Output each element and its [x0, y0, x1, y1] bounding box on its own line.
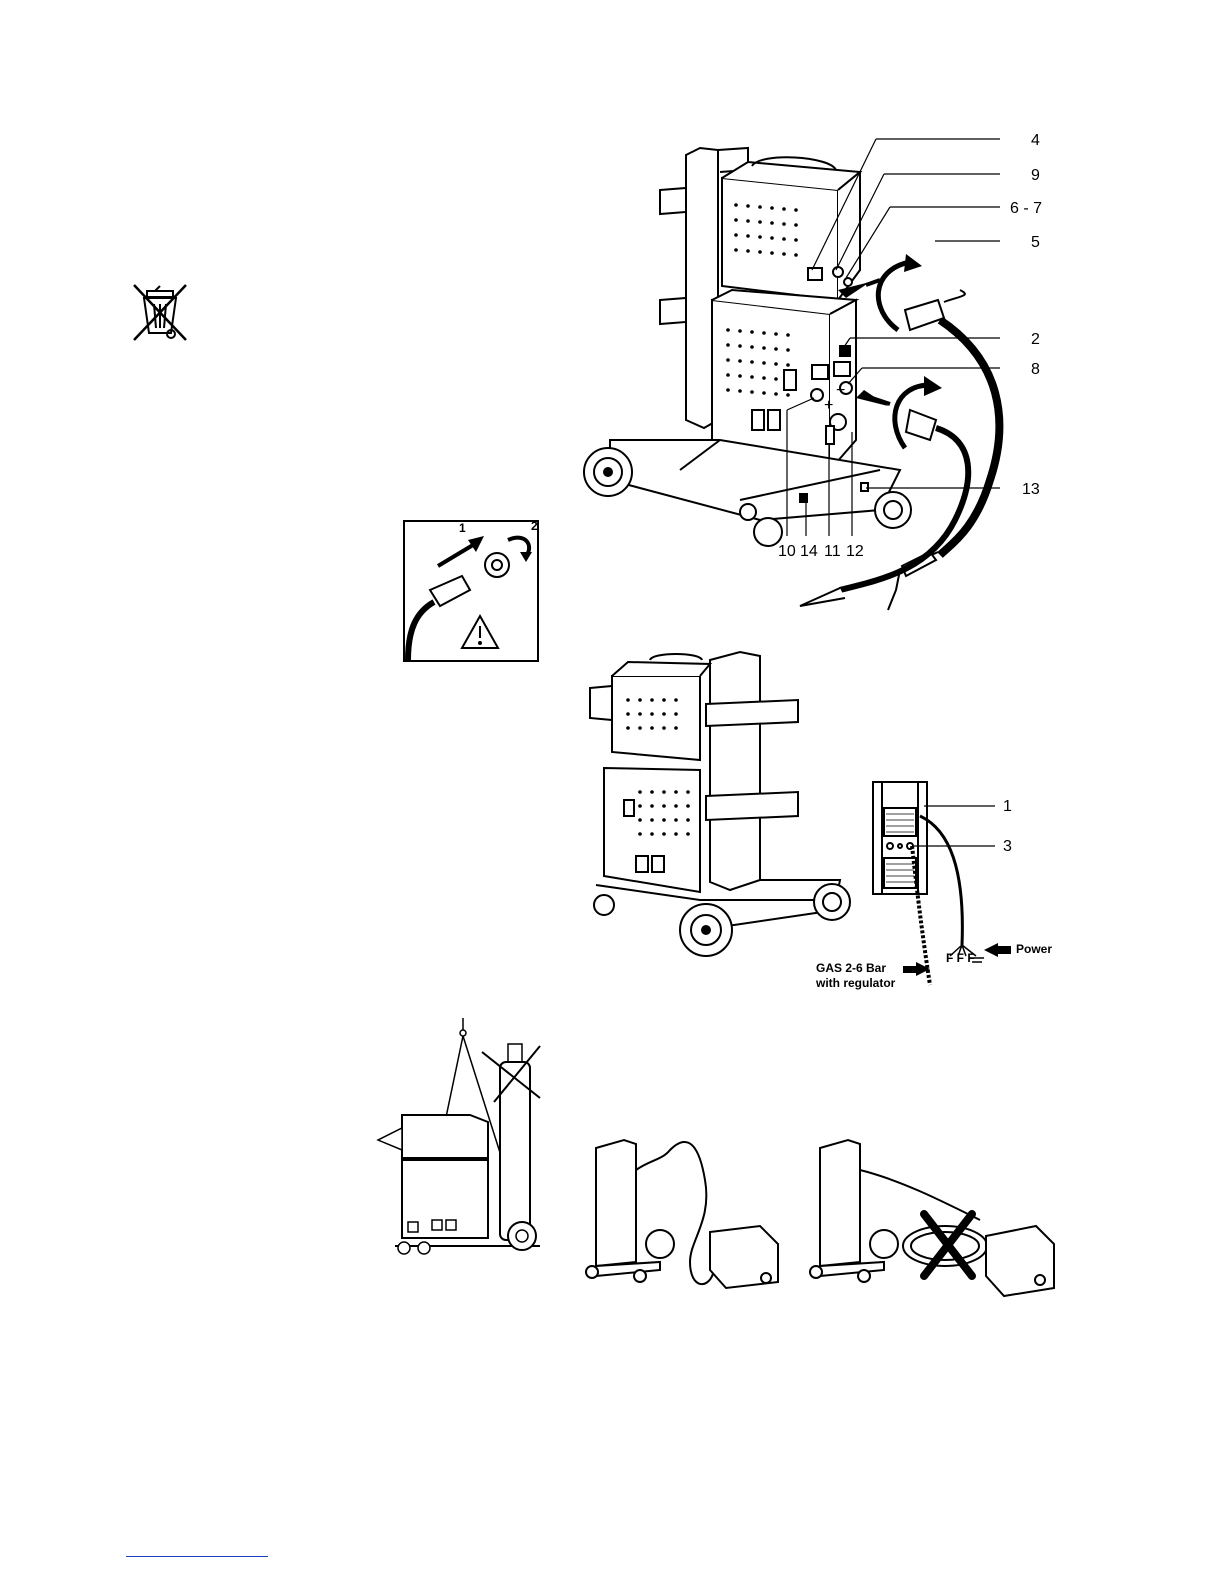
power-label: Power: [1016, 942, 1052, 956]
callout-6-7: 6 - 7: [1010, 200, 1042, 217]
gas-label-line2: with regulator: [815, 976, 896, 990]
callout-12: 12: [846, 543, 864, 560]
callout-4: 4: [1031, 132, 1040, 149]
callout-8: 8: [1031, 361, 1040, 378]
lifting-diagram: [378, 1018, 540, 1254]
power-cable: [920, 816, 984, 962]
footnote-rule: [126, 1556, 268, 1557]
callout-3: 3: [1003, 838, 1012, 855]
cable-layout-correct: [586, 1140, 778, 1288]
callout-9: 9: [1031, 167, 1040, 184]
callout-13: 13: [1022, 481, 1040, 498]
callout-2: 2: [1031, 331, 1040, 348]
callout-11: 11: [824, 543, 841, 560]
inset-step-1: 1: [459, 521, 466, 535]
weee-crossed-bin-icon: [134, 285, 186, 340]
power-arrow-icon: [984, 943, 1011, 957]
callout-5: 5: [1031, 234, 1040, 251]
callout-14: 14: [800, 543, 818, 560]
inset-connect-plug: [404, 521, 538, 661]
power-source-back-panel: [873, 782, 927, 894]
plus-sign: +: [824, 397, 833, 414]
inset-step-2: 2: [531, 519, 538, 533]
minus-sign: −: [836, 382, 845, 399]
phase-label: F F F: [946, 951, 975, 965]
callout-1: 1: [1003, 798, 1012, 815]
callout-10: 10: [778, 543, 796, 560]
gas-arrow-icon: [903, 962, 930, 976]
gas-label-line1: GAS 2-6 Bar: [816, 961, 886, 975]
machine-rear-view: [590, 652, 850, 956]
